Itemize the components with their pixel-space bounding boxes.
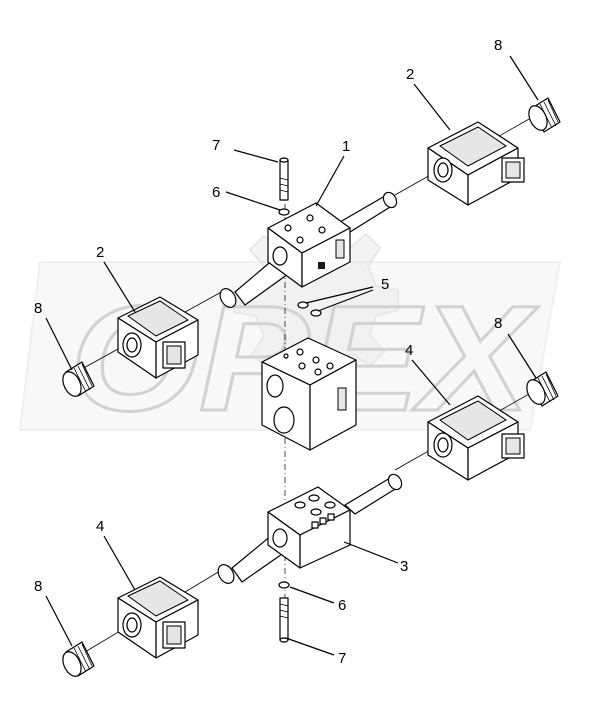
washer-6-top [278,208,290,216]
solenoid-coil-4-left [117,576,199,659]
valve-body-3 [217,473,403,584]
callout-8-bottom: 8 [34,578,42,595]
callout-6-top: 6 [212,184,220,201]
solenoid-coil-2-left [117,296,199,379]
callout-4-right: 4 [405,342,413,359]
callout-8-top: 8 [494,37,502,54]
knurled-nut-8-right [526,371,559,407]
callout-8-left: 8 [34,300,42,317]
callout-1: 1 [342,138,350,155]
knurled-nut-8-top [528,97,561,133]
callout-7-bottom: 7 [338,650,346,667]
callout-7-top: 7 [212,137,220,154]
o-rings-5 [297,301,322,317]
valve-body-1 [219,191,398,308]
callout-3: 3 [400,558,408,575]
screw-7-top [279,157,289,201]
callout-5: 5 [381,276,389,293]
solenoid-coil-2-top [427,121,525,206]
knurled-nut-8-left [62,361,95,397]
solenoid-coil-4-right [427,395,525,481]
washer-6-bottom [278,581,290,589]
knurled-nut-8-bottom [62,641,95,677]
subplate-body [261,337,357,451]
leader-lines [45,55,539,656]
callout-2-top: 2 [406,66,414,83]
callout-labels: 1 2 2 3 4 4 5 6 6 7 7 8 8 8 8 [34,37,502,667]
callout-8-right: 8 [494,315,502,332]
screw-7-bottom [279,597,289,643]
callout-6-bottom: 6 [338,597,346,614]
callout-2-left: 2 [96,244,104,261]
callout-4-left: 4 [96,518,104,535]
